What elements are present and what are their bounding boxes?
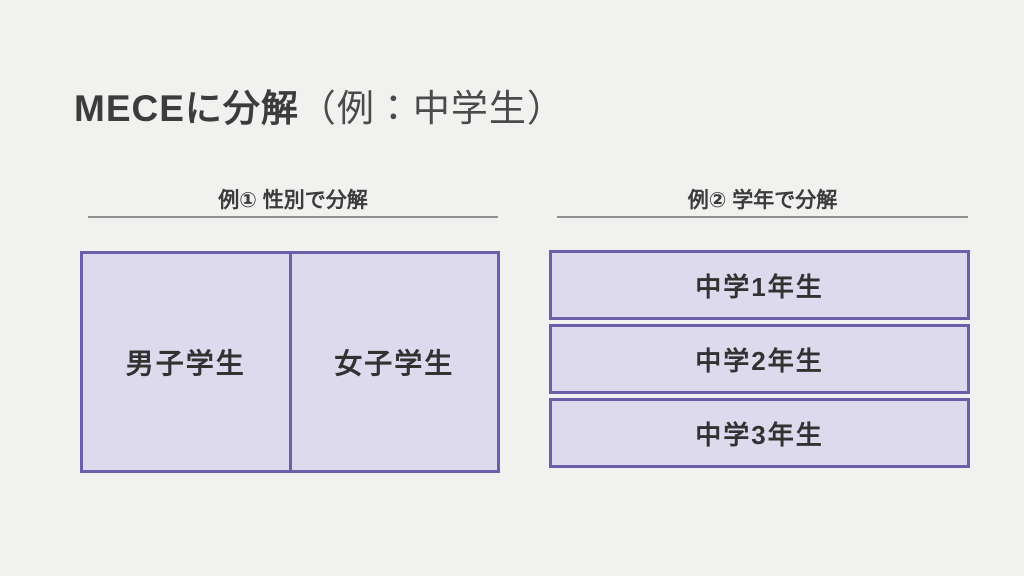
page-title: MECEに分解（例：中学生） <box>74 78 565 132</box>
example1-heading: 例① 性別で分解 <box>88 184 498 218</box>
row-grade-2: 中学2年生 <box>549 324 970 394</box>
grade-split-stack: 中学1年生 中学2年生 中学3年生 <box>549 250 970 468</box>
cell-male-students: 男子学生 <box>83 254 292 470</box>
title-sub-text: （例：中学生） <box>298 88 565 129</box>
gender-split-box: 男子学生 女子学生 <box>80 251 500 473</box>
row-grade-1: 中学1年生 <box>549 250 970 320</box>
example2-heading: 例② 学年で分解 <box>557 184 968 218</box>
title-main-text: MECEに分解 <box>74 88 299 129</box>
cell-female-students: 女子学生 <box>334 348 455 379</box>
row-grade-3: 中学3年生 <box>549 398 970 468</box>
